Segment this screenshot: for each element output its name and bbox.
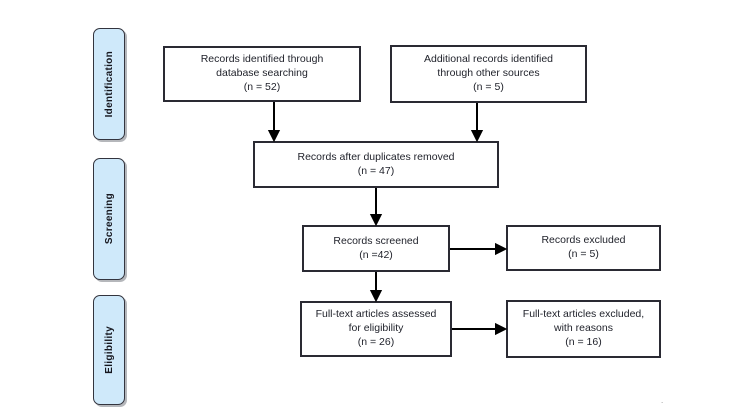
stage-eligibility: Eligibility <box>93 295 125 405</box>
arrowhead-down-icon <box>369 214 383 227</box>
box-line: Records screened <box>333 234 419 247</box>
box-line: Records identified through <box>200 53 324 66</box>
stage-screening: Screening <box>93 158 125 280</box>
box-records-screened: Records screened (n =42) <box>302 225 450 272</box>
box-duplicates-removed: Records after duplicates removed (n = 47… <box>253 141 499 188</box>
box-records-excluded: Records excluded (n = 5) <box>506 225 661 271</box>
box-line: (n = 5) <box>473 80 504 93</box>
box-line: (n =42) <box>359 248 393 261</box>
box-line: Additional records identified <box>424 53 553 66</box>
arrowhead-right-icon <box>495 322 508 336</box>
stage-identification: Identification <box>93 28 125 140</box>
box-line: with reasons <box>554 322 613 335</box>
box-line: Full-text articles assessed <box>315 308 437 321</box>
stage-identification-label: Identification <box>103 50 115 118</box>
stage-eligibility-label: Eligibility <box>103 326 115 374</box>
arrowhead-right-icon <box>495 242 508 256</box>
box-line: database searching <box>216 67 308 80</box>
arrowhead-down-icon <box>470 130 484 143</box>
page-artifact-mark: . <box>661 396 664 405</box>
box-line: for eligibility <box>348 322 404 335</box>
box-line: (n = 16) <box>565 335 602 348</box>
box-fulltext-excluded: Full-text articles excluded, with reason… <box>506 300 661 358</box>
box-line: through other sources <box>437 67 540 80</box>
box-line: (n = 52) <box>243 80 281 93</box>
box-records-identified: Records identified through database sear… <box>163 46 361 102</box>
box-additional-records: Additional records identified through ot… <box>390 45 587 103</box>
box-line: (n = 26) <box>357 335 395 348</box>
arrowhead-down-icon <box>267 130 281 143</box>
box-line: (n = 5) <box>568 248 599 260</box>
box-line: Records excluded <box>541 234 626 247</box>
box-line: Records after duplicates removed <box>297 150 455 163</box>
box-fulltext-assessed: Full-text articles assessed for eligibil… <box>300 301 452 357</box>
box-line: Full-text articles excluded, <box>522 308 645 321</box>
box-line: (n = 47) <box>357 164 395 177</box>
arrowhead-down-icon <box>369 290 383 303</box>
stage-screening-label: Screening <box>103 193 115 245</box>
